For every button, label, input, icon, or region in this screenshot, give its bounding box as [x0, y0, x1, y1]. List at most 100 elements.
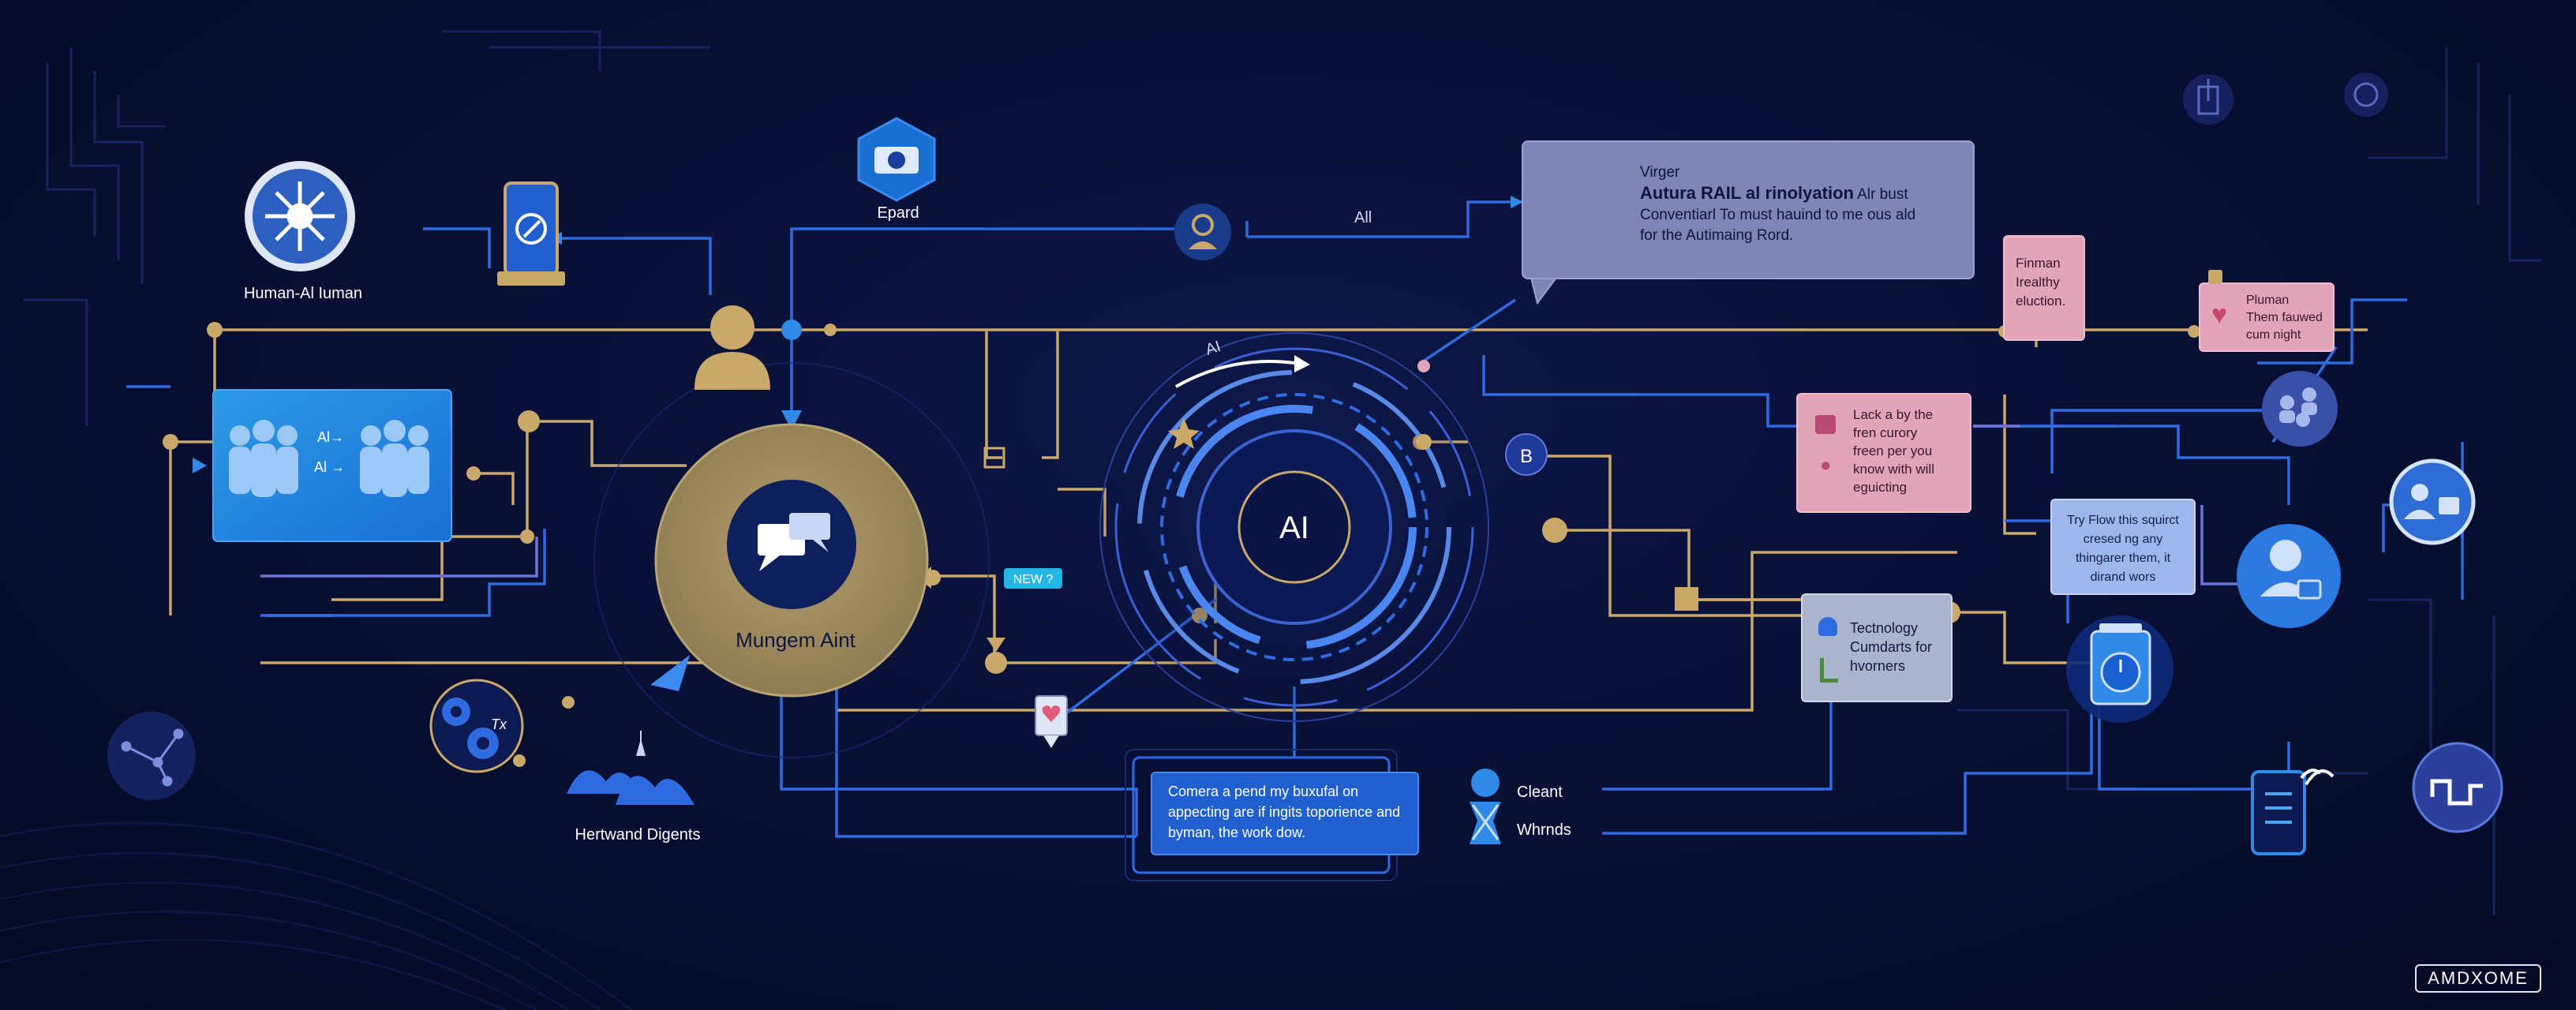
- brand-text: AMDXOME: [2428, 968, 2529, 988]
- lack-line: freen per you: [1853, 443, 1933, 458]
- clock-box-icon: [2100, 652, 2141, 693]
- finman-line: eluction.: [2016, 294, 2066, 309]
- blue-connectors: [126, 200, 2464, 838]
- try-flow-line: thingarer them, it: [2075, 552, 2171, 565]
- mountain-icon: [567, 731, 695, 805]
- gold-arrowheads: [917, 567, 1005, 652]
- callout-line2-rest: Alr bust: [1853, 186, 1908, 203]
- team-panel[interactable]: Al→ Al →: [212, 389, 452, 542]
- pluman-pin: [2208, 270, 2222, 284]
- ai-arc-arrow: [1175, 360, 1295, 388]
- camera-card[interactable]: Comera a pend my buxufal on appecting ar…: [1151, 772, 1419, 855]
- pin-node[interactable]: [1035, 695, 1068, 748]
- node-graph-icon: [121, 728, 184, 787]
- hertwand-label: Hertwand Digents: [575, 826, 701, 844]
- lack-card[interactable]: ● Lack a by the fren curory freen per yo…: [1796, 393, 1971, 513]
- flow-icon: [2430, 779, 2483, 806]
- heart-icon: [1042, 705, 1061, 722]
- technology-line: Tectnology: [1850, 620, 1919, 636]
- human-ai-label: Human-Al Iuman: [244, 285, 362, 302]
- gold-square-node: [1675, 587, 1698, 611]
- gear-icon: [442, 698, 499, 759]
- background-grid-lines: [0, 822, 632, 1010]
- people-cluster-node[interactable]: [2262, 371, 2338, 447]
- finman-card[interactable]: Finman Irealthy eluction.: [2003, 235, 2085, 341]
- technology-line: Cumdarts for: [1850, 639, 1933, 655]
- tx-label: Tx: [491, 716, 507, 732]
- chat-bubbles-icon: [758, 513, 830, 571]
- team-panel-line1: Al→: [317, 429, 344, 445]
- pin-icon: ●: [1820, 454, 1832, 476]
- pluman-card[interactable]: ♥ Pluman Them fauwed cum night: [2199, 282, 2334, 352]
- epard-label: Epard: [877, 204, 919, 222]
- callout-line4: for the Autimaing Rord.: [1640, 227, 1794, 244]
- lack-line: Lack a by the: [1853, 407, 1934, 422]
- callout-line2-bold: Autura RAIL al rinolyation: [1640, 183, 1854, 203]
- node-graph-node[interactable]: [107, 712, 196, 800]
- people-cluster-icon: [2279, 387, 2317, 427]
- camera-hex-icon: [874, 147, 919, 174]
- callout-line1: Virger: [1640, 164, 1680, 181]
- try-flow-card[interactable]: Try Flow this squirct cresed ng any thin…: [2050, 499, 2196, 595]
- arrow-cursor-icon: [650, 655, 690, 691]
- try-flow-line: Try Flow this squirct: [2067, 514, 2179, 527]
- whrnds-label: Whrnds: [1517, 821, 1571, 839]
- top-right-icons[interactable]: [2183, 73, 2388, 125]
- profile-check-icon: [2260, 540, 2322, 600]
- camera-line: Comera a pend my buxufal on: [1168, 784, 1359, 799]
- lack-line: eguicting: [1853, 480, 1908, 495]
- callout-line3: Conventiarl To must hauind to me ous ald: [1640, 207, 1916, 223]
- ai-core[interactable]: AI AI: [1089, 322, 1500, 732]
- pluman-line: Them fauwed: [2246, 311, 2323, 324]
- phone-node[interactable]: [497, 181, 565, 286]
- leaf-icon: [1820, 658, 1838, 683]
- gold-square-outline: [983, 447, 1005, 469]
- technology-card[interactable]: Tectnology Cumdarts for hvorners: [1801, 593, 1953, 702]
- epard-node[interactable]: Epard: [857, 117, 936, 222]
- try-flow-line: cresed ng any: [2083, 533, 2163, 546]
- cleant-node[interactable]: Cleant Whrnds: [1470, 769, 1571, 844]
- callout-tail: [1530, 277, 1558, 305]
- lack-line: know with will: [1853, 462, 1934, 477]
- person-node[interactable]: [695, 305, 770, 390]
- callout-line2: Autura RAIL al rinolyation Alr bust: [1640, 183, 1949, 205]
- b-badge[interactable]: B: [1505, 433, 1548, 476]
- document-icon: [2197, 79, 2219, 115]
- cleant-label: Cleant: [1517, 784, 1563, 801]
- team-group-icon: [229, 420, 429, 497]
- ai-orbit-dot: [1416, 434, 1432, 450]
- mobile-signal-icon: [2265, 769, 2334, 824]
- mountain-node[interactable]: Hertwand Digents: [567, 731, 700, 844]
- human-ai-node[interactable]: Human-Al Iuman: [244, 161, 362, 302]
- blue-junction-dot: [781, 320, 802, 340]
- new-badge[interactable]: NEW ?: [1004, 568, 1062, 589]
- gear-node[interactable]: Tx: [429, 679, 524, 773]
- callout-card[interactable]: Virger Autura RAIL al rinolyation Alr bu…: [1522, 140, 1975, 279]
- all-label: All: [1354, 209, 1372, 226]
- user-card-node[interactable]: [2389, 458, 2476, 545]
- phone-icon: [515, 213, 547, 245]
- network-star-icon: [265, 181, 335, 251]
- technology-line: hvorners: [1850, 658, 1906, 674]
- mobile-signal-node[interactable]: [2251, 769, 2334, 855]
- user-card-icon: [2404, 484, 2459, 519]
- team-panel-line2: Al →: [314, 459, 345, 475]
- document-icon: [1815, 415, 1836, 434]
- clock-box-node[interactable]: [2066, 615, 2174, 723]
- star-icon: [1168, 418, 1200, 449]
- try-flow-line: dirand wors: [2090, 570, 2156, 584]
- top-user-node[interactable]: [1174, 204, 1231, 260]
- finman-line: Finman: [2016, 256, 2061, 271]
- profile-check-node[interactable]: [2237, 524, 2341, 628]
- hub-node[interactable]: Mungem Aint: [593, 362, 990, 758]
- flow-node[interactable]: [2412, 742, 2503, 833]
- lack-line: fren curory: [1853, 425, 1918, 440]
- heart-icon: ♥: [2211, 300, 2228, 330]
- pluman-line: Pluman: [2246, 294, 2290, 307]
- new-badge-label: NEW ?: [1013, 573, 1054, 586]
- b-badge-label: B: [1520, 446, 1533, 467]
- pluman-line: cum night: [2246, 328, 2301, 342]
- brand-logo: AMDXOME: [2415, 964, 2541, 993]
- ai-arc-arrowhead: [1294, 355, 1310, 372]
